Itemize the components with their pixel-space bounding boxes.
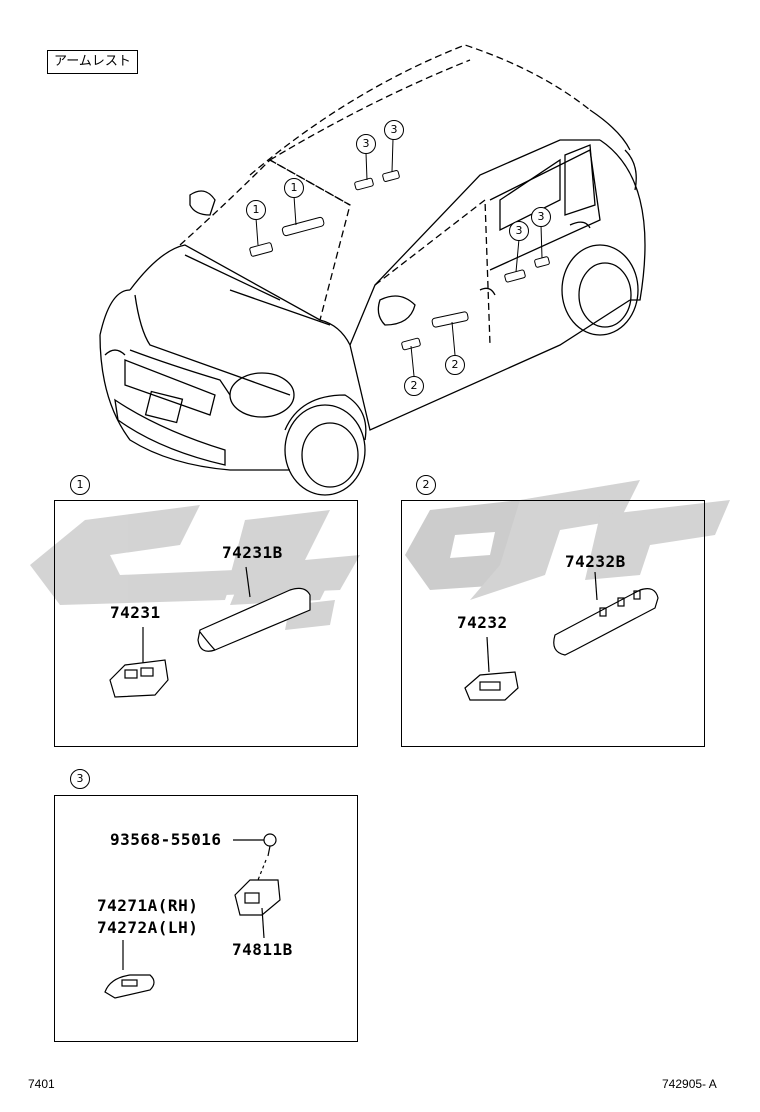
callout-2-a: 2 [404,376,424,396]
part-74811B: 74811B [232,940,293,959]
footer-left-code: 7401 [28,1077,55,1091]
part-74271A-RH: 74271A(RH) [97,896,199,915]
panel-3 [54,795,358,1042]
panel3-label: 3 [70,769,90,789]
callout-2-b: 2 [445,355,465,375]
callout-1-b: 1 [284,178,304,198]
panel-2 [401,500,705,747]
part-74232: 74232 [457,613,508,632]
callout-1-a: 1 [246,200,266,220]
callout-3-b: 3 [384,120,404,140]
part-74272A-LH: 74272A(LH) [97,918,199,937]
footer-right-code: 742905- A [662,1077,717,1091]
callout-3-a: 3 [356,134,376,154]
watermark [30,480,730,630]
part-74231: 74231 [110,603,161,622]
car-illustration [99,44,646,496]
callout-leaders [255,138,543,377]
page-title: アームレスト [47,50,138,74]
panel-1 [54,500,358,747]
callout-3-d: 3 [531,207,551,227]
panel1-label: 1 [70,475,90,495]
part-93568-55016: 93568-55016 [110,830,222,849]
panel3-drawing [104,833,281,999]
car-part-markers [249,170,550,351]
callout-3-c: 3 [509,221,529,241]
panel1-drawing [109,566,311,698]
part-74231B: 74231B [222,543,283,562]
panel2-drawing [464,571,659,701]
part-74232B: 74232B [565,552,626,571]
panel2-label: 2 [416,475,436,495]
